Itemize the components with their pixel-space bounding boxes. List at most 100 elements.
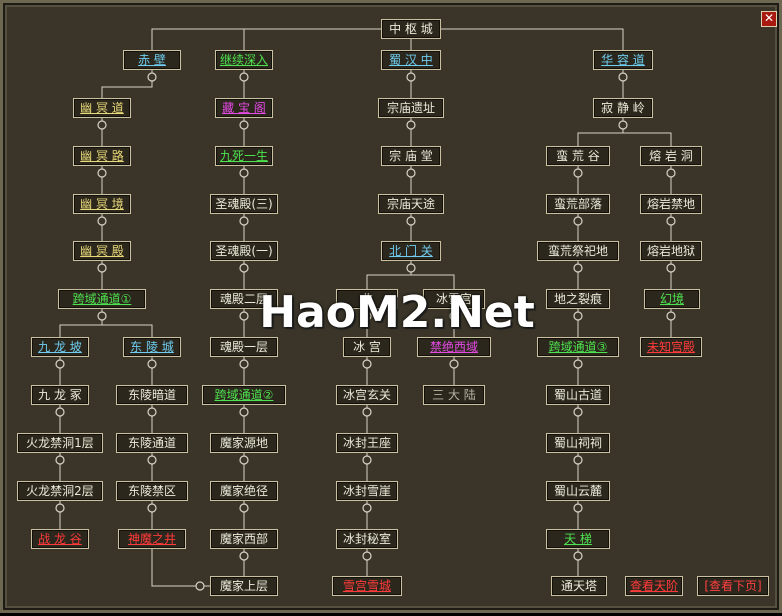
map-node-chakan-tianjie[interactable]: 查看天阶	[625, 576, 683, 596]
connector-joint	[97, 168, 107, 178]
map-node-youming-dao[interactable]: 幽 冥 道	[73, 98, 131, 118]
close-button[interactable]: ✕	[761, 11, 777, 27]
map-node-hub[interactable]: 中 枢 城	[381, 19, 441, 39]
map-node-cangbao[interactable]: 藏 宝 阁	[215, 98, 273, 118]
connector-joint	[239, 216, 249, 226]
map-node-rongyan-dong[interactable]: 熔 岩 洞	[640, 146, 702, 166]
map-node-huolong2[interactable]: 火龙禁洞2层	[17, 481, 103, 501]
map-node-youming-lu[interactable]: 幽 冥 路	[73, 146, 131, 166]
map-node-zongmiao-tianlu[interactable]: 宗庙天途	[378, 194, 444, 214]
map-node-jijing[interactable]: 寂 静 岭	[593, 98, 653, 118]
map-node-shushan-cibai[interactable]: 蜀山祠祠	[546, 433, 610, 453]
connector-joint	[362, 407, 372, 417]
map-node-kuayu3[interactable]: 跨域通道③	[537, 337, 619, 357]
connector-line	[366, 261, 412, 289]
map-node-rongyan-diyu[interactable]: 熔岩地狱	[640, 241, 702, 261]
map-node-dongling-andao[interactable]: 东陵暗道	[116, 385, 188, 405]
connector-joint	[666, 168, 676, 178]
map-node-mojia-xibu[interactable]: 魔家西部	[210, 529, 278, 549]
map-node-sanda[interactable]: 三 大 陆	[423, 385, 485, 405]
map-node-hundian1[interactable]: 魂殿一层	[210, 337, 278, 357]
connector-joint	[147, 455, 157, 465]
map-node-bingfeng-mishi[interactable]: 冰封秘室	[336, 529, 398, 549]
connector-joint	[573, 216, 583, 226]
map-node-dongling-cheng[interactable]: 东 陵 城	[123, 337, 181, 357]
map-node-manhuang-gu[interactable]: 蛮 荒 谷	[546, 146, 610, 166]
connector-joint	[449, 359, 459, 369]
next-page-button[interactable]: [查看下页]	[697, 576, 769, 596]
connector-joint	[362, 455, 372, 465]
map-node-shenmo[interactable]: 神魔之井	[118, 529, 186, 549]
connector-joint	[97, 311, 107, 321]
connector-joint	[362, 503, 372, 513]
connector-joint	[55, 455, 65, 465]
map-node-bingfeng-xueya[interactable]: 冰封雪崖	[336, 481, 398, 501]
connector-joint	[573, 168, 583, 178]
map-node-dongling-tongdao[interactable]: 东陵通道	[116, 433, 188, 453]
map-node-tongtian[interactable]: 通天塔	[551, 576, 607, 596]
map-node-dizhi[interactable]: 地之裂痕	[546, 289, 610, 309]
connector-line	[151, 549, 210, 587]
map-node-mojia-yuandi[interactable]: 魔家源地	[210, 433, 278, 453]
connector-joint	[406, 263, 416, 273]
map-node-binggong[interactable]: 冰 宫	[343, 337, 391, 357]
connector-line	[59, 309, 103, 337]
connector-joint	[55, 407, 65, 417]
map-node-zongmiao-tang[interactable]: 宗 庙 堂	[381, 146, 441, 166]
map-node-shushan-gudao[interactable]: 蜀山古道	[546, 385, 610, 405]
map-node-dongling-jinqu[interactable]: 东陵禁区	[116, 481, 188, 501]
map-node-shushan-yunlu[interactable]: 蜀山云麓	[546, 481, 610, 501]
connector-joint	[147, 503, 157, 513]
map-node-huanjing[interactable]: 幻境	[644, 289, 700, 309]
map-node-jixu[interactable]: 继续深入	[215, 50, 273, 70]
map-node-bingfeng-wangzuo[interactable]: 冰封王座	[336, 433, 398, 453]
map-node-mojia-shangceng[interactable]: 魔家上层	[210, 576, 278, 596]
connector-joint	[239, 311, 249, 321]
map-node-jiulong-zhong[interactable]: 九 龙 冢	[31, 385, 89, 405]
map-node-tianti[interactable]: 天 梯	[546, 529, 610, 549]
map-node-youming-jing[interactable]: 幽 冥 境	[73, 194, 131, 214]
map-node-shuhan[interactable]: 蜀 汉 中	[381, 50, 441, 70]
connector-joint	[449, 311, 459, 321]
map-node-chibi[interactable]: 赤 壁	[123, 50, 181, 70]
map-node-kuayu2[interactable]: 跨域通道②	[202, 385, 286, 405]
connector-joint	[362, 311, 372, 321]
connector-joint	[666, 311, 676, 321]
connector-joint	[239, 407, 249, 417]
map-node-rongyan-jindi[interactable]: 熔岩禁地	[640, 194, 702, 214]
map-node-jijue-xiyu[interactable]: 禁绝西域	[417, 337, 491, 357]
map-node-jiusi[interactable]: 九死一生	[215, 146, 273, 166]
connector-joint	[55, 503, 65, 513]
connector-joint	[666, 216, 676, 226]
map-node-mojia-juejing[interactable]: 魔家绝径	[210, 481, 278, 501]
map-node-huolong1[interactable]: 火龙禁洞1层	[17, 433, 103, 453]
map-node-xuegong-xuecheng[interactable]: 雪宫雪城	[332, 576, 402, 596]
map-node-jiulong-po[interactable]: 九 龙 坡	[31, 337, 89, 357]
map-node-binggong-xuanguan[interactable]: 冰宫玄关	[336, 385, 398, 405]
connector-joint	[362, 551, 372, 561]
connector-joint	[97, 120, 107, 130]
map-node-huarong[interactable]: 华 容 道	[593, 50, 653, 70]
map-node-manhuang-buluo[interactable]: 蛮荒部落	[546, 194, 610, 214]
map-node-shenghun1[interactable]: 圣魂殿(一)	[210, 241, 278, 261]
connector-joint	[406, 120, 416, 130]
connector-joint	[573, 359, 583, 369]
connector-line	[623, 132, 672, 146]
connector-joint	[239, 168, 249, 178]
map-node-beimen[interactable]: 北 门 关	[381, 241, 441, 261]
map-node-youming-dian[interactable]: 幽 冥 殿	[73, 241, 131, 261]
connector-joint	[573, 407, 583, 417]
map-node-manhuang-jisi[interactable]: 蛮荒祭祀地	[537, 241, 619, 261]
connector-line	[101, 70, 153, 98]
connector-joint	[573, 503, 583, 513]
map-node-bei-left[interactable]: 北	[336, 289, 398, 309]
map-node-bei-right[interactable]: 冰雪宫	[423, 289, 485, 309]
map-connectors	[55, 28, 676, 591]
map-node-zongmiao-yizhi[interactable]: 宗庙遗址	[378, 98, 444, 118]
map-node-kuayu1[interactable]: 跨域通道①	[58, 289, 146, 309]
map-node-hundian2[interactable]: 魂殿二层	[210, 289, 278, 309]
connector-joint	[239, 263, 249, 273]
map-node-weizhi[interactable]: 未知宫殿	[640, 337, 702, 357]
map-node-zhanlong-gu[interactable]: 战 龙 谷	[31, 529, 89, 549]
map-node-shenghun3[interactable]: 圣魂殿(三)	[210, 194, 278, 214]
